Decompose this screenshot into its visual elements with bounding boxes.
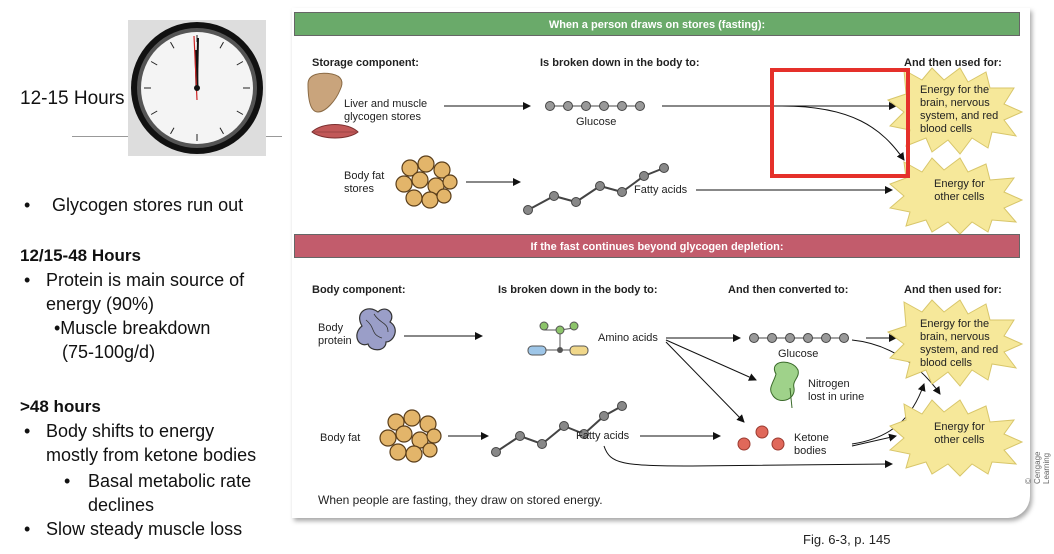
fatty-acids-label: Fatty acids (634, 184, 688, 196)
fatty-acids-label-2: Fatty acids (576, 430, 630, 442)
nitrogen-line2: lost in urine (808, 391, 865, 403)
section-title-48: >48 hours (20, 397, 101, 416)
muscle-icon (311, 124, 359, 139)
glucose-label: Glucose (576, 116, 617, 128)
energy-other-line1: Energy for (934, 178, 985, 190)
bot-col-used: And then used for: (904, 284, 1002, 296)
body-protein-line1: Body (318, 322, 344, 334)
nitrogen-label: Nitrogen lost in urine (808, 378, 864, 404)
bullet-ketone-line1: Body shifts to energy (46, 421, 215, 441)
bullet-dot: • (64, 471, 71, 491)
arrow-amino-nitrogen (665, 339, 757, 381)
arrow-ketone-other-2 (851, 433, 897, 447)
fat-stores-line2: stores (344, 183, 374, 195)
bullet-dot: • (24, 421, 31, 441)
diagram-graphics (307, 67, 1024, 477)
energy-other-label-2: Energy for other cells (934, 421, 985, 447)
body-fat-label: Body fat (320, 432, 361, 444)
bullet-protein-line1: Protein is main source of (46, 270, 245, 290)
ketone-line2: bodies (794, 445, 827, 457)
glucose-chain-icon (545, 101, 645, 111)
glucose-chain-icon (749, 333, 849, 343)
liver-label: Liver and muscle glycogen stores (344, 98, 427, 124)
bullet-protein: • Protein is main source of energy (90%)… (24, 268, 294, 364)
copyright-text: © Cengage Learning (1024, 451, 1051, 484)
bullet-glycogen: • Glycogen stores run out (24, 193, 284, 217)
fat-stores-line1: Body fat (344, 170, 385, 182)
sub-bmr: • Basal metabolic rate declines (64, 469, 294, 517)
energy-brain-line4: blood cells (920, 123, 972, 135)
energy-brain-label-2: Energy for the brain, nervous system, an… (920, 318, 998, 370)
bullet-dot: • (24, 519, 31, 539)
energy-brain-line1: Energy for the (920, 84, 990, 96)
bullet-protein-line2: energy (90%) (46, 294, 155, 314)
bullet-glycogen-text: Glycogen stores run out (52, 195, 244, 215)
bullet-muscle-loss-text: Slow steady muscle loss (46, 519, 243, 539)
bullet-ketone: • Body shifts to energy mostly from keto… (24, 419, 294, 467)
liver-label-line2: glycogen stores (344, 111, 422, 123)
energy-brain-line3: system, and red (920, 344, 999, 356)
highlight-box (770, 68, 910, 178)
arrow-glucose-other (781, 105, 905, 161)
hours-label: 12-15 Hours (20, 88, 125, 109)
sub-muscle-breakdown: •Muscle breakdown (54, 318, 211, 338)
energy-other-line1: Energy for (934, 421, 985, 433)
bottom-banner: If the fast continues beyond glycogen de… (294, 234, 1020, 258)
body-protein-line2: protein (318, 335, 352, 347)
section-title-12-48: 12/15-48 Hours (20, 246, 141, 265)
ketone-line1: Ketone (794, 432, 829, 444)
energy-other-label: Energy for other cells (934, 178, 985, 204)
arrow-fattyacids-other-2 (603, 445, 893, 469)
fatty-acid-chain-icon (523, 163, 669, 215)
amino-acid-icon (527, 321, 589, 356)
top-banner: When a person draws on stores (fasting): (294, 12, 1020, 36)
energy-brain-line4: blood cells (920, 357, 972, 369)
kidney-icon (770, 361, 799, 402)
energy-other-line2: other cells (934, 434, 985, 446)
top-col-used: And then used for: (904, 57, 1002, 69)
figure-reference: Fig. 6-3, p. 145 (803, 532, 891, 547)
protein-icon (356, 308, 396, 351)
ketone-icon (737, 425, 785, 451)
energy-brain-line2: brain, nervous (920, 97, 990, 109)
fatty-acid-chain-icon (491, 401, 627, 457)
energy-brain-burst (886, 67, 1024, 155)
bullet-dot: • (24, 270, 31, 290)
energy-brain-label: Energy for the brain, nervous system, an… (920, 84, 998, 136)
amino-acids-label: Amino acids (598, 332, 658, 344)
bullet-muscle-loss: • Slow steady muscle loss (24, 517, 294, 541)
liver-label-line1: Liver and muscle (344, 98, 428, 110)
energy-brain-line1: Energy for the (920, 318, 990, 330)
fat-stores-label: Body fat stores (344, 170, 384, 196)
figure-caption: When people are fasting, they draw on st… (318, 493, 603, 507)
glucose-label-2: Glucose (778, 348, 819, 360)
bot-col-converted: And then converted to: (728, 284, 849, 296)
energy-other-burst-2 (888, 399, 1024, 477)
energy-brain-burst-2 (886, 299, 1024, 387)
fasting-diagram: When a person draws on stores (fasting):… (292, 8, 1051, 518)
energy-other-burst (888, 157, 1024, 235)
fat-cells-icon (395, 155, 458, 209)
top-col-broken: Is broken down in the body to: (540, 57, 700, 69)
sub-bmr-line2: declines (88, 495, 155, 515)
ketone-label: Ketone bodies (794, 432, 829, 458)
top-col-storage: Storage component: (312, 57, 419, 69)
sub-muscle-rate: (75-100g/d) (62, 342, 156, 362)
energy-other-line2: other cells (934, 191, 985, 203)
bullet-dot: • (24, 195, 31, 215)
fat-cells-icon (379, 409, 442, 463)
energy-brain-line3: system, and red (920, 110, 999, 122)
energy-brain-line2: brain, nervous (920, 331, 990, 343)
nitrogen-line1: Nitrogen (808, 378, 850, 390)
clock-icon (128, 20, 266, 156)
bot-col-body: Body component: (312, 284, 406, 296)
bullet-ketone-line2: mostly from ketone bodies (46, 445, 257, 465)
liver-icon (307, 72, 343, 113)
body-protein-label: Body protein (318, 322, 352, 348)
bot-col-broken: Is broken down in the body to: (498, 284, 658, 296)
sub-bmr-line1: Basal metabolic rate (88, 471, 252, 491)
arrow-amino-ketone (665, 341, 745, 423)
